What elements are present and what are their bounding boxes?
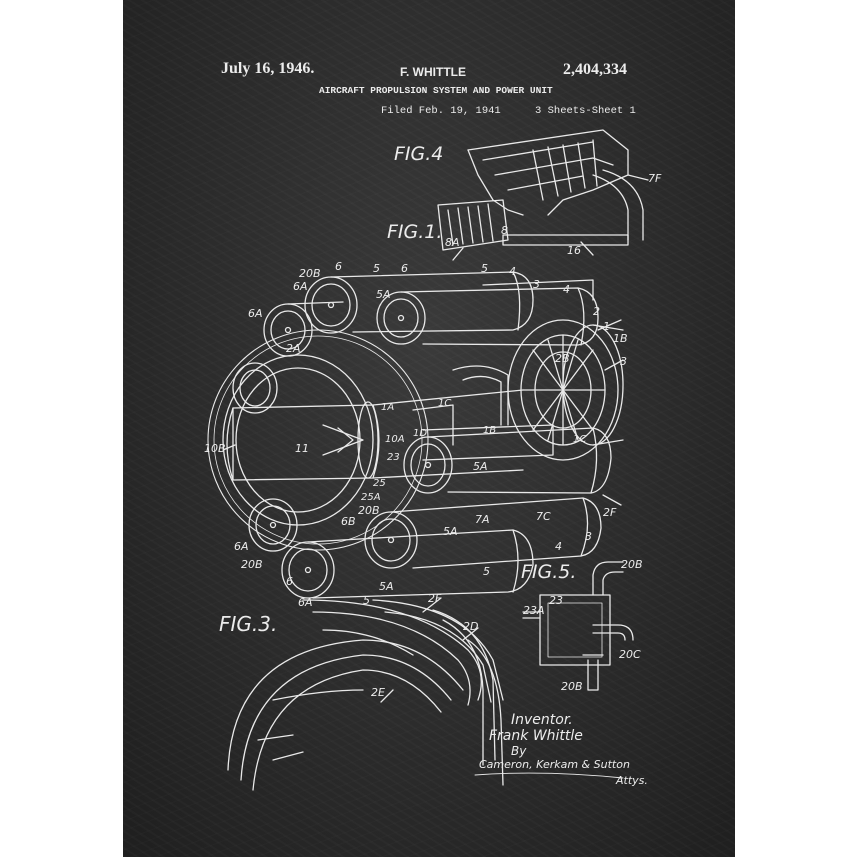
ref-label: 2E bbox=[371, 686, 385, 699]
ref-label: 6A bbox=[298, 596, 313, 609]
ref-label: 6 bbox=[335, 260, 342, 273]
ref-label: 1C bbox=[573, 434, 587, 445]
ref-label: 1D bbox=[413, 428, 428, 439]
ref-label: 1B bbox=[613, 332, 628, 345]
ref-label: 1C bbox=[438, 398, 452, 409]
ref-label: 20B bbox=[621, 558, 643, 571]
fig3-drawing bbox=[228, 598, 503, 790]
ref-label: 3 bbox=[585, 530, 592, 543]
ref-label: 8A bbox=[445, 236, 460, 249]
ref-label: 23A bbox=[523, 604, 545, 617]
patent-date: July 16, 1946. bbox=[221, 60, 315, 77]
patent-sheet-count: 3 Sheets-Sheet 1 bbox=[535, 105, 636, 117]
inventor-name: Frank Whittle bbox=[489, 728, 583, 744]
ref-label: 2F bbox=[428, 592, 442, 605]
ref-label: 25 bbox=[373, 478, 386, 489]
patent-title: AIRCRAFT PROPULSION SYSTEM AND POWER UNI… bbox=[319, 85, 553, 96]
fig3-label: FIG.3. bbox=[219, 612, 278, 636]
fig1-drawing bbox=[208, 272, 623, 598]
ref-label: 7F bbox=[648, 172, 662, 185]
ref-label: 10A bbox=[385, 434, 405, 445]
patent-drawing bbox=[123, 0, 735, 857]
ref-label: 3 bbox=[533, 278, 540, 291]
ref-label: 20C bbox=[619, 648, 641, 661]
ref-label: 1A bbox=[381, 402, 395, 413]
ref-label: 6 bbox=[401, 262, 408, 275]
patent-filed-date: Filed Feb. 19, 1941 bbox=[381, 105, 501, 117]
ref-label: 4 bbox=[563, 283, 570, 296]
inventor-label: Inventor. bbox=[511, 712, 573, 728]
ref-label: 6A bbox=[234, 540, 249, 553]
ref-label: 6A bbox=[248, 307, 263, 320]
ref-label: 25A bbox=[361, 492, 381, 503]
patent-number: 2,404,334 bbox=[563, 61, 627, 78]
ref-label: 5 bbox=[481, 262, 488, 275]
ref-label: 20B bbox=[299, 267, 321, 280]
ref-label: 3 bbox=[620, 355, 627, 368]
ref-label: 11 bbox=[295, 442, 309, 455]
ref-label: 5A bbox=[443, 525, 458, 538]
ref-label: 5A bbox=[376, 288, 391, 301]
patent-poster: July 16, 1946. F. WHITTLE 2,404,334 AIRC… bbox=[123, 0, 735, 857]
ref-label: 2F bbox=[603, 506, 617, 519]
ref-label: 4 bbox=[555, 540, 562, 553]
ref-label: 20B bbox=[358, 504, 380, 517]
fig1-label: FIG.1. bbox=[387, 221, 443, 243]
ref-label: 8 bbox=[501, 224, 508, 237]
ref-label: 23 bbox=[549, 594, 563, 607]
ref-label: 5 bbox=[373, 262, 380, 275]
fig4-label: FIG.4 bbox=[394, 143, 444, 165]
attys-label: Attys. bbox=[616, 774, 648, 787]
fig5-drawing bbox=[523, 562, 633, 690]
fig5-label: FIG.5. bbox=[521, 561, 577, 583]
ref-label: 16 bbox=[567, 244, 581, 257]
ref-label: 10B bbox=[204, 442, 226, 455]
ref-label: 5A bbox=[379, 580, 394, 593]
fig4-drawing bbox=[438, 130, 648, 260]
ref-label: 5A bbox=[473, 460, 488, 473]
ref-label: 6B bbox=[341, 515, 356, 528]
ref-label: 1 bbox=[603, 320, 610, 333]
ref-label: 20B bbox=[561, 680, 583, 693]
ref-label: 6 bbox=[286, 575, 293, 588]
ref-label: 4 bbox=[509, 265, 516, 278]
attorneys-signature: Cameron, Kerkam & Sutton bbox=[479, 758, 630, 771]
ref-label: 5 bbox=[483, 565, 490, 578]
ref-label: 2A bbox=[286, 342, 301, 355]
ref-label: 23 bbox=[387, 452, 400, 463]
ref-label: 2D bbox=[463, 620, 479, 633]
ref-label: 7C bbox=[536, 510, 551, 523]
ref-label: 2 bbox=[593, 305, 600, 318]
by-label: By bbox=[511, 744, 527, 758]
ref-label: 20B bbox=[241, 558, 263, 571]
ref-label: 2B bbox=[555, 352, 570, 365]
ref-label: 6A bbox=[293, 280, 308, 293]
ref-label: 7A bbox=[475, 513, 490, 526]
patent-inventor-header: F. WHITTLE bbox=[400, 65, 466, 79]
ref-label: 5 bbox=[363, 594, 370, 607]
ref-label: 1B bbox=[483, 425, 497, 436]
